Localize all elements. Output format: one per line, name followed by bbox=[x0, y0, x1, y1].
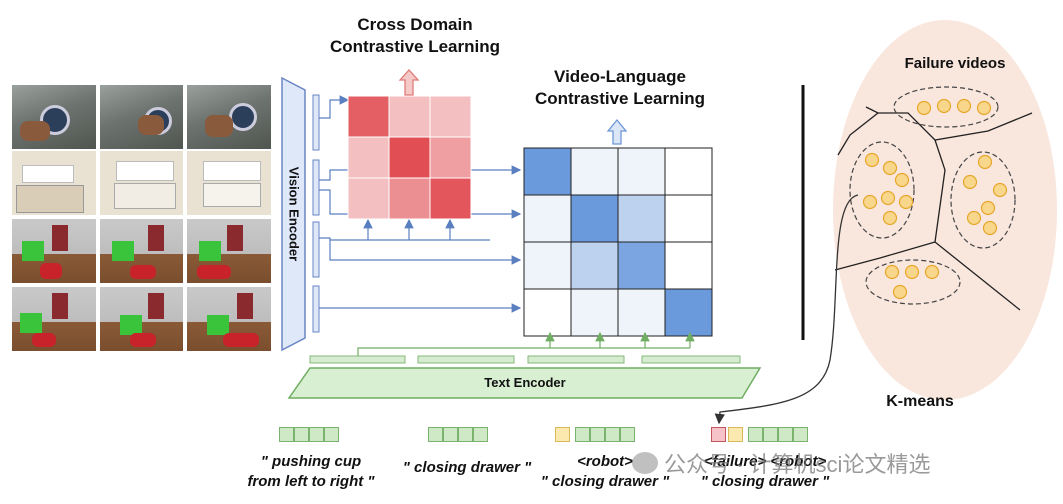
cluster-point bbox=[962, 174, 978, 190]
matrix-cell bbox=[347, 95, 390, 138]
tokens-caption-3 bbox=[555, 427, 635, 442]
cluster-boundary bbox=[950, 151, 1016, 249]
matrix-cell bbox=[523, 147, 572, 196]
cluster-point bbox=[966, 210, 982, 226]
cluster-point bbox=[956, 98, 972, 114]
matrix-cell bbox=[617, 288, 666, 337]
matrix-cell bbox=[347, 177, 390, 220]
video-language-title: Video-Language Contrastive Learning bbox=[534, 67, 706, 108]
cluster-point bbox=[892, 284, 908, 300]
cross-domain-matrix bbox=[347, 95, 472, 220]
matrix-cell bbox=[617, 147, 666, 196]
cluster-point bbox=[882, 210, 898, 226]
cluster-point bbox=[880, 190, 896, 206]
caption-1: " pushing cup from left to right " bbox=[247, 453, 375, 490]
matrix-cell bbox=[523, 288, 572, 337]
matrix-cell bbox=[570, 147, 619, 196]
video-frames-robot-2 bbox=[12, 287, 271, 351]
watermark-text: 公众号 · 计算机sci论文精选 bbox=[664, 452, 931, 477]
cluster-point bbox=[898, 194, 914, 210]
video-frames-drawer bbox=[12, 151, 271, 215]
cluster-point bbox=[977, 154, 993, 170]
matrix-cell bbox=[570, 241, 619, 290]
matrix-cell bbox=[617, 241, 666, 290]
cluster-point bbox=[864, 152, 880, 168]
cluster-point bbox=[882, 160, 898, 176]
matrix-cell bbox=[664, 288, 713, 337]
matrix-cell bbox=[388, 177, 431, 220]
failure-token bbox=[711, 427, 726, 442]
cluster-boundary bbox=[849, 141, 915, 239]
cluster-point bbox=[862, 194, 878, 210]
vision-encoder-block bbox=[281, 76, 306, 352]
matrix-cell bbox=[347, 136, 390, 179]
cluster-point bbox=[904, 264, 920, 280]
cluster-point bbox=[884, 264, 900, 280]
matrix-cell bbox=[523, 194, 572, 243]
cluster-boundary bbox=[893, 86, 999, 128]
vision-encoder-label: Vision Encoder bbox=[286, 166, 302, 262]
video-language-matrix bbox=[523, 147, 713, 337]
matrix-cell bbox=[523, 241, 572, 290]
matrix-cell bbox=[664, 241, 713, 290]
cluster-point bbox=[916, 100, 932, 116]
matrix-cell bbox=[570, 194, 619, 243]
video-language-up-arrow bbox=[606, 118, 628, 145]
matrix-cell bbox=[429, 136, 472, 179]
cluster-point bbox=[992, 182, 1008, 198]
matrix-cell bbox=[388, 95, 431, 138]
matrix-cell bbox=[617, 194, 666, 243]
matrix-cell bbox=[664, 147, 713, 196]
robot-token bbox=[555, 427, 570, 442]
text-encoder-block bbox=[287, 367, 762, 399]
video-frames-cup bbox=[12, 85, 271, 149]
cross-domain-title: Cross Domain Contrastive Learning bbox=[329, 15, 501, 56]
text-connectors bbox=[357, 331, 695, 356]
matrix-cell bbox=[429, 177, 472, 220]
cluster-boundary bbox=[865, 259, 961, 305]
cluster-point bbox=[924, 264, 940, 280]
tokens-caption-2 bbox=[428, 427, 488, 442]
caption-3: <robot> " closing drawer " bbox=[540, 453, 670, 490]
caption-2: " closing drawer " bbox=[402, 459, 532, 476]
tokens-caption-4 bbox=[711, 427, 808, 442]
cross-domain-up-arrow bbox=[398, 69, 420, 96]
text-embeddings bbox=[309, 355, 741, 364]
matrix-cell bbox=[570, 288, 619, 337]
kmeans-label: K-means bbox=[886, 393, 954, 410]
text-encoder-label: Text Encoder bbox=[484, 375, 566, 390]
kmeans-clusters bbox=[849, 86, 1016, 305]
kmeans-boundaries bbox=[834, 106, 1033, 311]
cluster-point bbox=[894, 172, 910, 188]
cluster-point bbox=[980, 200, 996, 216]
failure-cloud bbox=[833, 20, 1057, 400]
failure-link-arrow bbox=[714, 194, 859, 425]
cluster-point bbox=[976, 100, 992, 116]
tokens-caption-1 bbox=[279, 427, 339, 442]
failure-videos-label: Failure videos bbox=[904, 55, 1006, 72]
watermark: 公众号 · 计算机sci论文精选 bbox=[632, 447, 930, 479]
cluster-point bbox=[936, 98, 952, 114]
caption-4: <failure> <robot> " closing drawer " bbox=[700, 453, 830, 490]
wechat-icon bbox=[632, 452, 658, 474]
matrix-cell bbox=[664, 194, 713, 243]
matrix-cell bbox=[429, 95, 472, 138]
cluster-point bbox=[982, 220, 998, 236]
vision-embeddings bbox=[312, 94, 320, 333]
robot-token bbox=[728, 427, 743, 442]
matrix-cell bbox=[388, 136, 431, 179]
video-frames-robot-1 bbox=[12, 219, 271, 283]
